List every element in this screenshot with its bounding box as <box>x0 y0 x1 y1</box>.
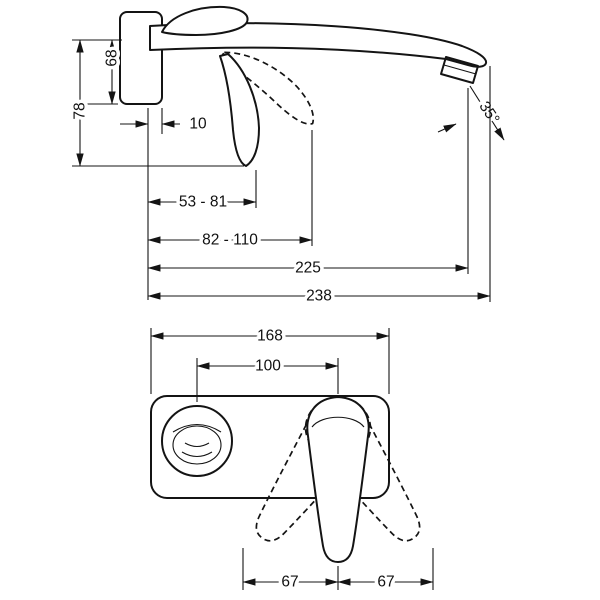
dim-225: 225 <box>147 256 469 280</box>
lever-handle-front-alt-right <box>255 396 372 542</box>
wall-plate-front <box>150 395 390 499</box>
dim-label-225: 225 <box>295 260 321 277</box>
dim-label-spray-angle: 35° <box>475 99 502 128</box>
stream-angle-line <box>469 85 505 141</box>
lever-handle-side <box>219 53 260 167</box>
spout-outline <box>149 22 488 68</box>
dim-label-68: 68 <box>104 49 121 66</box>
side-view: 35° 68 78 10 <box>68 5 506 308</box>
dim-68: 68 <box>100 39 124 105</box>
extension-lines-front <box>150 328 434 590</box>
dim-67-left: 67 <box>242 570 339 594</box>
dim-label-10: 10 <box>189 116 207 133</box>
dim-78: 78 <box>68 39 92 167</box>
dim-100: 100 <box>196 354 339 378</box>
dim-82-110: 82 - 110 <box>147 228 313 252</box>
dim-label-238: 238 <box>306 288 332 305</box>
dim-label-100: 100 <box>255 358 281 375</box>
spout-outlet-front <box>161 405 233 477</box>
dim-label-67-right: 67 <box>377 574 394 591</box>
wall-plate-side <box>119 11 163 105</box>
front-view: 168 100 67 67 <box>150 324 434 594</box>
lever-handle-front <box>306 396 370 563</box>
dim-label-168: 168 <box>257 328 283 345</box>
extension-lines-side <box>72 39 491 302</box>
angle-arrow <box>437 123 457 133</box>
dim-67-right: 67 <box>337 570 434 594</box>
dim-label-67-left: 67 <box>281 574 298 591</box>
dim-168: 168 <box>150 324 390 348</box>
handle-top-side <box>161 5 249 36</box>
lever-handle-front-alt-left <box>304 396 421 542</box>
spray-angle-annotation: 35° <box>437 85 506 141</box>
dim-label-78: 78 <box>72 102 89 119</box>
aerator <box>440 56 479 84</box>
dim-label-53-81: 53 - 81 <box>179 194 227 211</box>
lever-handle-side-alt <box>218 51 315 125</box>
dim-10: 10 <box>120 112 210 136</box>
dim-53-81: 53 - 81 <box>147 190 257 214</box>
dim-238: 238 <box>147 284 491 308</box>
dim-label-82-110: 82 - 110 <box>202 232 258 249</box>
